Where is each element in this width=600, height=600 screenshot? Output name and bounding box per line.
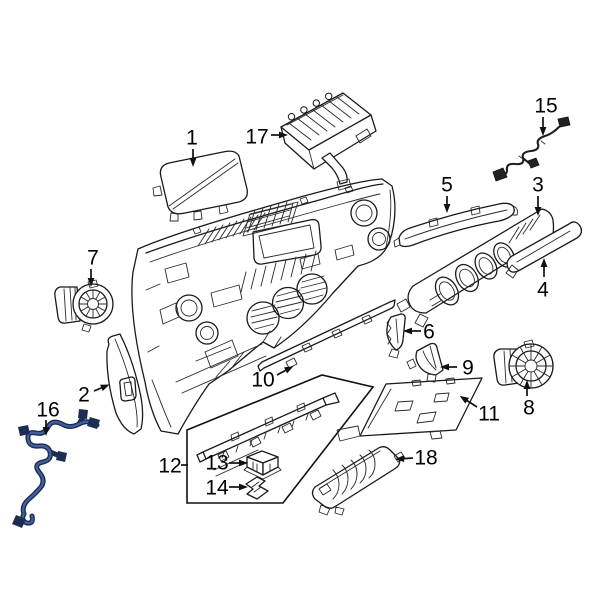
callout-8-arrowhead-icon <box>523 380 531 389</box>
center-vents <box>246 273 328 335</box>
part-13-switch-block <box>243 450 282 480</box>
callout-3-arrowhead-icon <box>534 207 542 216</box>
part-14-clip <box>245 476 269 500</box>
callout-9: 9 <box>440 357 474 380</box>
callout-1: 1 <box>186 127 198 167</box>
callout-2: 2 <box>78 384 110 407</box>
speaker-spokes <box>515 350 547 382</box>
part-4-trim-strip <box>505 221 583 279</box>
part-1-top-cover-panel <box>152 150 248 222</box>
part-11-bracket-plate <box>336 377 483 442</box>
callout-15-arrowhead-icon <box>539 127 547 136</box>
callout-11: 11 <box>459 395 500 426</box>
callout-9-number: 9 <box>462 357 474 380</box>
part-15-wiring-harness <box>492 116 571 182</box>
callout-3: 3 <box>532 174 544 216</box>
callout-10: 10 <box>251 366 294 392</box>
callout-10-number: 10 <box>251 369 274 392</box>
callout-3-number: 3 <box>532 174 544 197</box>
callout-11-arrowhead-icon <box>459 395 470 404</box>
instrument-panel-assembly <box>131 178 396 435</box>
callout-1-arrowhead-icon <box>189 158 197 167</box>
callout-16-arrowhead-icon <box>42 427 50 436</box>
part-2-side-end-panel <box>106 333 144 435</box>
callout-7: 7 <box>87 247 99 287</box>
airbag-ribs <box>288 96 360 141</box>
callout-12-number: 12 <box>158 455 181 478</box>
part-6-bracket-fin <box>386 313 406 359</box>
speaker-grille-texture <box>242 201 299 237</box>
callout-13-arrowhead-icon <box>239 459 248 467</box>
callout-5-arrowhead-icon <box>443 204 451 213</box>
callout-8: 8 <box>523 380 535 420</box>
callout-4-arrowhead-icon <box>540 258 548 267</box>
callout-15: 15 <box>534 95 558 136</box>
callout-10-arrowhead-icon <box>283 366 294 374</box>
callout-1-number: 1 <box>186 127 198 150</box>
support-rail <box>196 392 340 477</box>
callout-9-arrowhead-icon <box>440 363 449 371</box>
callout-2-arrowhead-icon <box>100 384 110 392</box>
callout-15-number: 15 <box>534 95 557 118</box>
part-18-control-module <box>311 446 406 516</box>
callout-6: 6 <box>403 321 435 344</box>
part-7-speaker-left <box>54 279 114 333</box>
callout-6-number: 6 <box>423 321 435 344</box>
callout-5: 5 <box>441 174 453 213</box>
part-8-speaker-right <box>493 339 554 389</box>
callout-7-arrowhead-icon <box>87 278 95 287</box>
callout-18-arrowhead-icon <box>395 455 405 463</box>
callout-13: 13 <box>205 452 248 475</box>
callout-5-number: 5 <box>441 174 453 197</box>
callout-2-number: 2 <box>78 384 90 407</box>
callout-6-arrowhead-icon <box>403 327 412 335</box>
callout-14: 14 <box>205 477 248 500</box>
part-17-airbag-module <box>280 92 377 191</box>
callout-4-number: 4 <box>537 279 549 302</box>
part-12-hardware-group-box <box>186 374 375 504</box>
callout-12: 12 <box>158 455 188 478</box>
part-10-lower-trim-strip <box>257 299 396 372</box>
speaker-rim-ticks <box>509 344 553 388</box>
part-3-vent-housing-bar <box>396 208 555 328</box>
callout-18-number: 18 <box>414 447 437 470</box>
callout-16-number: 16 <box>36 399 59 422</box>
speaker-spokes <box>78 289 108 319</box>
callout-14-number: 14 <box>205 477 229 500</box>
callout-16: 16 <box>36 399 60 436</box>
callout-17-arrowhead-icon <box>279 131 288 139</box>
part-9-corner-bracket <box>406 342 444 383</box>
part-5-cluster-bezel <box>393 202 518 248</box>
callout-8-number: 8 <box>523 397 535 420</box>
callout-17-number: 17 <box>245 126 268 149</box>
defroster-grille <box>197 212 266 247</box>
callout-4: 4 <box>537 258 549 302</box>
callout-7-number: 7 <box>87 247 99 270</box>
part-16-wiring-harness-blue <box>12 409 100 528</box>
callout-11-number: 11 <box>478 403 500 426</box>
callout-13-number: 13 <box>205 452 228 475</box>
callout-14-arrowhead-icon <box>239 483 248 491</box>
callout-17: 17 <box>245 126 288 149</box>
callout-18: 18 <box>395 447 438 470</box>
